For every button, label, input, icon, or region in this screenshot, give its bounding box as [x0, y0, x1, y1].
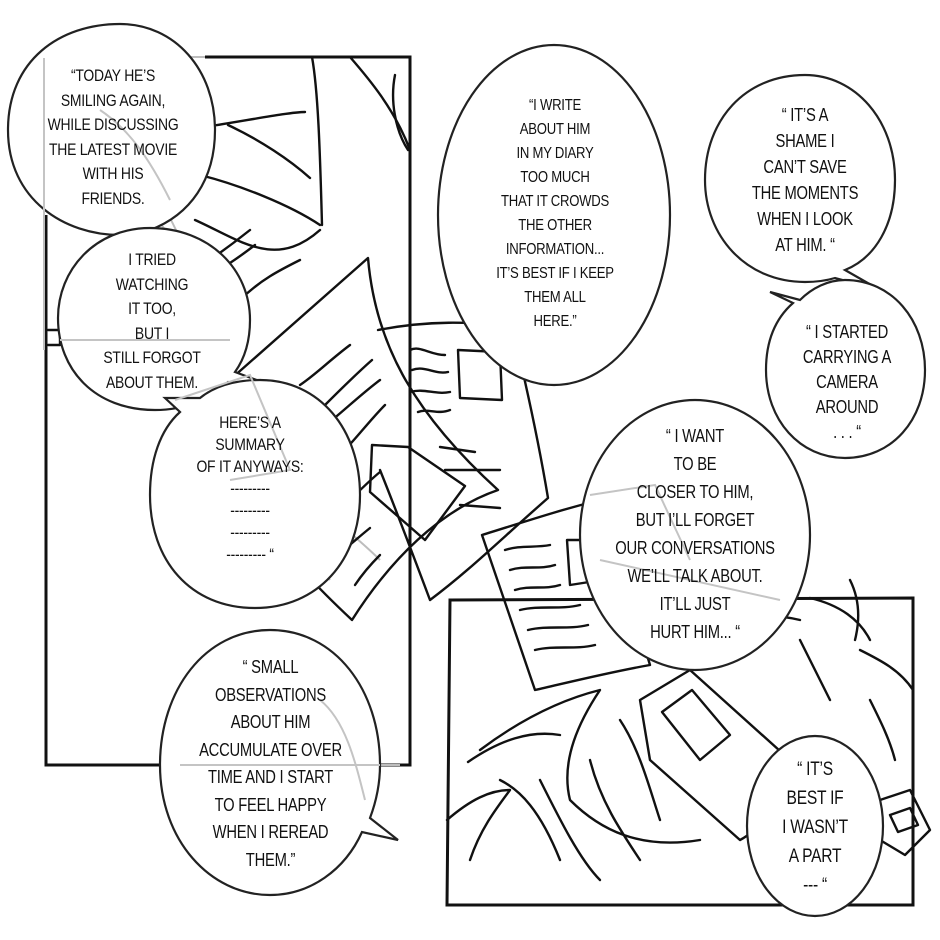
bubble-line: TO FEEL HAPPY [214, 794, 327, 815]
bubble-line: WHEN I REREAD [212, 822, 329, 842]
bubble-small-observations-shape [158, 628, 399, 897]
bubble-line: --------- “ [226, 545, 274, 564]
bubble-line: HERE’S A [219, 413, 281, 432]
bubble-line: AT HIM. “ [775, 235, 835, 255]
bubble-line: BUT I [134, 323, 170, 343]
bubble-line: WITH HIS [82, 164, 144, 183]
bubble-line: I TRIED [128, 250, 176, 269]
bubble-small-observations: “ SMALL OBSERVATIONS ABOUT HIM ACCUMULAT… [186, 654, 354, 874]
bubble-line: IN MY DIARY [516, 145, 594, 162]
bubble-line: THEM.” [245, 849, 296, 870]
bubble-line: ACCUMULATE OVER [199, 739, 342, 760]
panel-top-left-frame [44, 55, 412, 767]
bubble-line: --------- [230, 523, 270, 542]
bubble-line: INFORMATION... [505, 241, 605, 258]
bubble-line: CLOSER TO HIM, [636, 482, 754, 502]
bubble-line: CARRYING A [802, 347, 892, 367]
bubble-line: CAN’T SAVE [763, 157, 847, 177]
bubble-line: OF IT ANYWAYS: [196, 457, 304, 476]
bubble-line: THE MOMENTS [751, 183, 859, 203]
bubble-line: “I WRITE [529, 97, 581, 114]
bubble-line: I WASN’T [782, 817, 848, 838]
bubble-line: CAMERA [816, 372, 878, 392]
bubble-line: WE’LL TALK ABOUT. [627, 566, 763, 586]
bubble-line: --- “ [803, 875, 827, 896]
bubble-line: ABOUT HIM [519, 121, 591, 138]
bubble-line: WHILE DISCUSSING [47, 115, 179, 134]
bubble-line: SHAME I [775, 131, 835, 151]
bubble-tried-watching: I TRIED WATCHING IT TOO, BUT I STILL FOR… [78, 248, 226, 395]
bubble-line: FRIENDS. [81, 188, 145, 208]
bubble-line: ABOUT THEM. [105, 372, 199, 392]
bubble-line: AROUND [815, 397, 879, 417]
bubble-line: ABOUT HIM [230, 712, 311, 732]
bubble-line: THE OTHER [518, 217, 592, 234]
bubble-line: THE LATEST MOVIE [48, 139, 177, 159]
speech-bubbles [6, 22, 927, 918]
bubble-line: STILL FORGOT [103, 348, 201, 367]
bubble-line: “ I STARTED [805, 322, 889, 342]
bubble-line: “ I WANT [665, 426, 725, 446]
bubble-line: A PART [788, 846, 842, 867]
bubble-shame: “ IT’S A SHAME I CAN’T SAVE THE MOMENTS … [735, 102, 874, 258]
bubble-line: “ SMALL [242, 657, 299, 677]
bubble-line: THAT IT CROWDS [500, 193, 610, 210]
bubble-write-diary-shape [436, 43, 672, 387]
bubble-today-smiling: “TODAY HE’S SMILING AGAIN, WHILE DISCUSS… [35, 64, 191, 211]
bubble-line: . . . “ [833, 422, 861, 442]
bubble-want-closer-shape [578, 398, 812, 672]
bubble-line: --------- [230, 479, 270, 498]
character-hair [478, 688, 702, 844]
bubble-line: HURT HIM... “ [650, 622, 740, 642]
bubble-line: TO BE [673, 454, 717, 474]
bubble-write-diary: “I WRITE ABOUT HIM IN MY DIARY TOO MUCH … [477, 94, 633, 334]
bubble-line: BUT I’LL FORGET [635, 510, 755, 530]
bubble-line: TOO MUCH [520, 169, 590, 186]
sketch-overlay [43, 58, 781, 801]
bubble-line: OUR CONVERSATIONS [615, 538, 775, 558]
bubble-line: WHEN I LOOK [757, 209, 853, 229]
bubble-line: HERE.” [533, 313, 577, 330]
bubble-line: WATCHING [115, 274, 189, 294]
bubble-camera: “ I STARTED CARRYING A CAMERA AROUND . .… [786, 320, 909, 445]
bubble-line: IT’S BEST IF I KEEP [496, 265, 614, 282]
bubble-line: IT’LL JUST [659, 594, 731, 614]
bubble-summary-shape [148, 378, 362, 610]
bubble-line: OBSERVATIONS [214, 684, 327, 705]
bubble-line: SUMMARY [215, 435, 285, 454]
bubble-line: --------- [230, 501, 270, 520]
bubble-best-wasnt-part: “ IT’S BEST IF I WASN’T A PART --- “ [766, 755, 864, 900]
bubble-line: “TODAY HE’S [70, 66, 156, 85]
bubble-line: SMILING AGAIN, [60, 90, 166, 110]
bubble-line: “ IT’S A [781, 105, 829, 125]
bubble-line: TIME AND I START [207, 767, 334, 787]
bubble-line: BEST IF [786, 788, 844, 809]
bubble-line: THEM ALL [524, 289, 586, 306]
bubble-camera-shape [764, 278, 927, 460]
bubble-want-closer: “ I WANT TO BE CLOSER TO HIM, BUT I’LL F… [609, 422, 781, 646]
bubble-summary: HERE’S A SUMMARY OF IT ANYWAYS: --------… [176, 412, 324, 566]
bubble-shame-shape [703, 73, 897, 292]
bubble-best-wasnt-part-shape [745, 734, 885, 918]
bubble-line: “ IT’S [797, 759, 833, 780]
bubble-line: IT TOO, [128, 299, 176, 318]
